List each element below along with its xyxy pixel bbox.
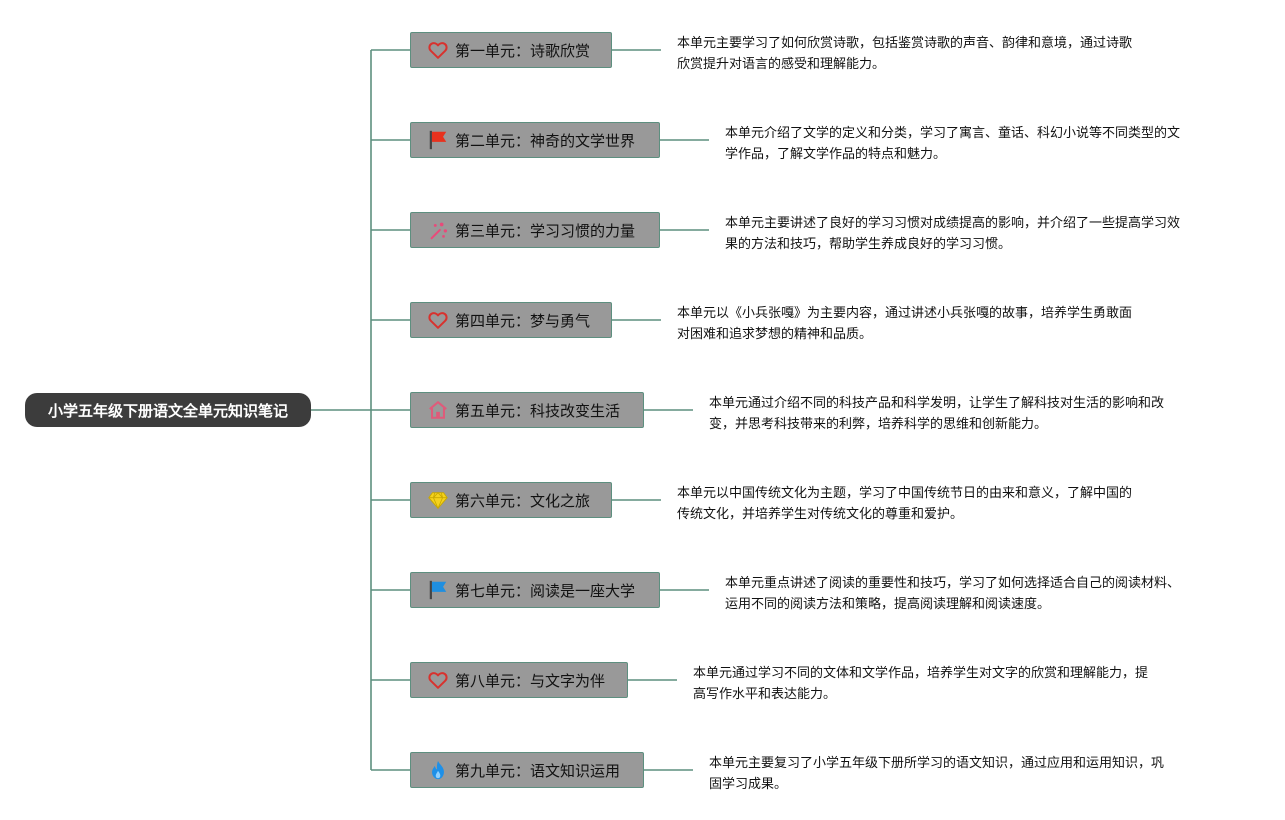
unit-description: 本单元通过学习不同的文体和文学作品，培养学生对文字的欣赏和理解能力，提 高写作水…	[693, 666, 1149, 702]
unit-title: 第三单元：学习习惯的力量	[455, 221, 636, 240]
unit-title: 第一单元：诗歌欣赏	[455, 41, 591, 60]
blue-flag-icon	[427, 579, 449, 601]
home-icon	[427, 399, 449, 421]
unit-node[interactable]: 第八单元：与文字为伴	[410, 662, 628, 698]
sparkle-icon	[427, 219, 449, 241]
unit-description: 本单元以《小兵张嘎》为主要内容，通过讲述小兵张嘎的故事，培养学生勇敢面 对困难和…	[677, 306, 1133, 342]
unit-description: 本单元以中国传统文化为主题，学习了中国传统节日的由来和意义，了解中国的 传统文化…	[677, 486, 1133, 522]
unit-node[interactable]: 第九单元：语文知识运用	[410, 752, 644, 788]
unit-node[interactable]: 第一单元：诗歌欣赏	[410, 32, 612, 68]
diamond-icon	[427, 489, 449, 511]
unit-node[interactable]: 第四单元：梦与勇气	[410, 302, 612, 338]
unit-title: 第四单元：梦与勇气	[455, 311, 591, 330]
unit-title: 第二单元：神奇的文学世界	[455, 131, 636, 150]
unit-description: 本单元介绍了文学的定义和分类，学习了寓言、童话、科幻小说等不同类型的文 学作品，…	[725, 126, 1181, 162]
fire-icon	[427, 759, 449, 781]
unit-node[interactable]: 第二单元：神奇的文学世界	[410, 122, 660, 158]
heart-icon	[427, 669, 449, 691]
root-topic[interactable]: 小学五年级下册语文全单元知识笔记	[25, 393, 311, 427]
unit-node[interactable]: 第六单元：文化之旅	[410, 482, 612, 518]
unit-description: 本单元重点讲述了阅读的重要性和技巧，学习了如何选择适合自己的阅读材料、 运用不同…	[725, 576, 1181, 612]
heart-icon	[427, 39, 449, 61]
unit-node[interactable]: 第三单元：学习习惯的力量	[410, 212, 660, 248]
heart-icon	[427, 309, 449, 331]
unit-description: 本单元通过介绍不同的科技产品和科学发明，让学生了解科技对生活的影响和改 变，并思…	[709, 396, 1165, 432]
unit-node[interactable]: 第七单元：阅读是一座大学	[410, 572, 660, 608]
root-topic-label: 小学五年级下册语文全单元知识笔记	[47, 401, 288, 420]
unit-title: 第九单元：语文知识运用	[455, 761, 621, 780]
unit-description: 本单元主要讲述了良好的学习习惯对成绩提高的影响，并介绍了一些提高学习效 果的方法…	[725, 216, 1181, 252]
unit-title: 第八单元：与文字为伴	[455, 671, 606, 690]
unit-title: 第七单元：阅读是一座大学	[455, 581, 636, 600]
unit-description: 本单元主要复习了小学五年级下册所学习的语文知识，通过应用和运用知识，巩 固学习成…	[709, 756, 1165, 792]
unit-node[interactable]: 第五单元：科技改变生活	[410, 392, 644, 428]
unit-title: 第五单元：科技改变生活	[455, 401, 621, 420]
red-flag-icon	[427, 129, 449, 151]
unit-description: 本单元主要学习了如何欣赏诗歌，包括鉴赏诗歌的声音、韵律和意境，通过诗歌 欣赏提升…	[677, 36, 1133, 72]
unit-title: 第六单元：文化之旅	[455, 491, 591, 510]
